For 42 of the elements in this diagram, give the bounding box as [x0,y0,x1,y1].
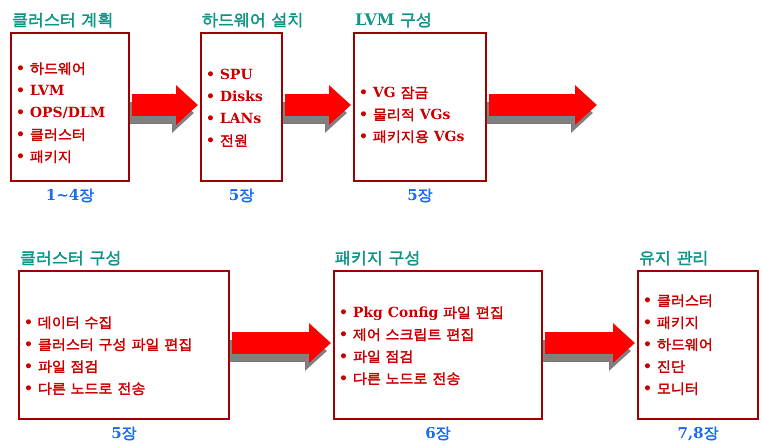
bullet-item: • 패키지 [643,314,700,333]
bullet-item: • 다른 노드로 전송 [24,380,147,399]
bullet-item: • 데이터 수집 [24,314,114,333]
bullet-item: • 모니터 [643,380,700,399]
bullet-item: • 파일 점검 [24,358,100,377]
chapter-label: 5장 [228,186,256,205]
block-arrow [281,85,351,133]
bullet-item: • 클러스터 [643,292,714,311]
step-heading: 패키지 구성 [335,248,421,269]
bullet-item: • LANs [206,110,262,129]
bullet-item: • 물리적 VGs [359,106,452,125]
bullet-item: • 클러스터 [16,126,87,145]
bullet-item: • 파일 점검 [339,348,415,367]
block-arrow [228,323,331,371]
bullet-item: • 하드웨어 [16,60,87,79]
block-arrow [128,85,198,133]
bullet-item: • 클러스터 구성 파일 편집 [24,336,194,355]
step-heading: LVM 구성 [355,10,432,31]
chapter-label: 1~4장 [44,186,96,205]
step-heading: 하드웨어 설치 [202,10,304,31]
step-heading: 유지 관리 [639,248,709,269]
bullet-item: • Pkg Config 파일 편집 [339,304,506,323]
bullet-item: • 패키지 [16,148,73,167]
bullet-item: • 하드웨어 [643,336,714,355]
bullet-item: • SPU [206,66,254,85]
block-arrow [485,85,597,133]
bullet-item: • LVM [16,82,66,101]
bullet-item: • 진단 [643,358,686,377]
bullet-item: • 제어 스크립트 편집 [339,326,476,345]
chapter-label: 6장 [424,424,452,443]
step-heading: 클러스터 계획 [12,10,114,31]
bullet-item: • Disks [206,88,264,107]
bullet-item: • 패키지용 VGs [359,128,466,147]
bullet-item: • 전원 [206,132,249,151]
bullet-item: • VG 잠금 [359,84,430,103]
bullet-item: • 다른 노드로 전송 [339,370,462,389]
chapter-label: 5장 [110,424,138,443]
step-heading: 클러스터 구성 [20,248,122,269]
bullet-item: • OPS/DLM [16,104,106,123]
block-arrow [541,323,635,371]
chapter-label: 5장 [406,186,434,205]
chapter-label: 7,8장 [676,424,720,443]
